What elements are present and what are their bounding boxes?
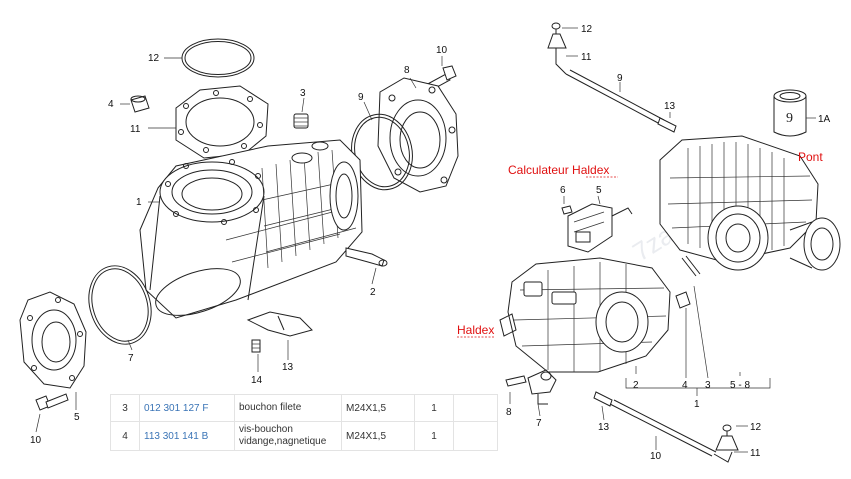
callout-r-3: 3 <box>705 380 711 391</box>
svg-text:9: 9 <box>786 111 793 126</box>
callout-r-13-bottom: 13 <box>598 422 610 433</box>
callout-4: 4 <box>108 99 114 110</box>
cell-pos: 3 <box>110 394 140 422</box>
bolt-10-bottom[interactable] <box>35 393 69 411</box>
annotation-haldex: Haldex <box>457 323 494 337</box>
callout-12: 12 <box>148 53 160 64</box>
callout-14: 14 <box>251 375 263 386</box>
end-cover-8[interactable] <box>377 77 459 193</box>
callout-r-8: 8 <box>506 407 512 418</box>
fitting-13-bottom[interactable] <box>593 391 613 407</box>
cell-thread: M24X1,5 <box>341 421 415 451</box>
haldex-coupling[interactable] <box>499 257 671 373</box>
parts-table: 3 012 301 127 F bouchon filete M24X1,5 1… <box>110 394 498 451</box>
callout-r-11-bottom: 11 <box>750 448 761 459</box>
callout-r-12-bottom: 12 <box>750 422 762 433</box>
callout-r-2: 2 <box>633 380 639 391</box>
bolt-14[interactable] <box>251 339 261 353</box>
cell-empty <box>453 394 498 422</box>
callout-r-11: 11 <box>581 52 592 63</box>
group-bracket-1 <box>625 378 771 389</box>
callout-r-9: 9 <box>617 73 623 84</box>
callout-r-1: 1 <box>694 399 700 410</box>
callout-9: 9 <box>358 92 364 103</box>
hose-11-bottom[interactable] <box>713 451 733 463</box>
cell-empty <box>453 421 498 451</box>
hose-11-top[interactable] <box>555 48 567 75</box>
o-ring-12[interactable] <box>181 38 255 78</box>
right-assembly: 9 <box>499 22 841 463</box>
vent-cap-12-bottom[interactable] <box>715 424 739 451</box>
cell-qty: 1 <box>414 394 454 422</box>
transfer-case-housing-1[interactable] <box>139 139 363 325</box>
callout-7: 7 <box>128 353 134 364</box>
vent-pipe-10[interactable] <box>609 399 717 457</box>
nut-4[interactable] <box>675 291 691 309</box>
callout-13: 13 <box>282 362 294 373</box>
callout-11: 11 <box>130 124 141 135</box>
callout-r-5-8: 5 - 8 <box>730 380 750 391</box>
mounting-bracket-13[interactable] <box>246 311 313 337</box>
cell-pos: 4 <box>110 421 140 451</box>
vent-pipe-9[interactable] <box>565 69 665 125</box>
callout-r-6: 6 <box>560 185 566 196</box>
cell-part-number[interactable]: 012 301 127 F <box>139 394 235 422</box>
callout-10-bottom: 10 <box>30 435 42 446</box>
callout-10: 10 <box>436 45 448 56</box>
callout-1: 1 <box>136 197 142 208</box>
o-ring-7[interactable] <box>79 258 161 353</box>
callout-8: 8 <box>404 65 410 76</box>
callout-r-12: 12 <box>581 24 593 35</box>
threaded-plug-3[interactable] <box>293 113 309 129</box>
callout-3: 3 <box>300 88 306 99</box>
callout-5: 5 <box>74 412 80 423</box>
cell-part-number[interactable]: 113 301 141 B <box>139 421 235 451</box>
callout-r-5: 5 <box>596 185 602 196</box>
cell-thread: M24X1,5 <box>341 394 415 422</box>
fitting-13-top[interactable] <box>657 117 677 133</box>
vent-cap-12-top[interactable] <box>547 22 567 49</box>
callout-r-7: 7 <box>536 418 542 429</box>
cell-description: bouchon filete <box>234 394 342 422</box>
callout-r-1A: 1A <box>818 114 831 125</box>
flange-gasket-11[interactable] <box>175 85 269 159</box>
pump-7[interactable] <box>527 369 557 405</box>
annotation-calculateur-haldex: Calculateur Haldex <box>508 163 609 177</box>
callout-r-4: 4 <box>682 380 688 391</box>
rear-differential-housing[interactable] <box>659 135 841 271</box>
callout-2: 2 <box>370 287 376 298</box>
magnetic-drain-plug-4[interactable] <box>130 95 150 113</box>
front-cover-5[interactable] <box>19 291 87 389</box>
breather-pipe-2[interactable] <box>345 247 388 267</box>
oil-bottle-1A[interactable]: 9 <box>773 89 807 137</box>
callout-r-13: 13 <box>664 101 676 112</box>
annotation-pont: Pont <box>798 150 823 164</box>
bolt-8[interactable] <box>505 375 527 387</box>
haldex-control-unit[interactable] <box>567 203 633 253</box>
left-assembly: 12 10 8 3 9 4 11 1 2 7 14 13 5 10 <box>19 38 459 446</box>
stud-3[interactable] <box>681 255 701 277</box>
cell-qty: 1 <box>414 421 454 451</box>
callout-r-10: 10 <box>650 451 662 462</box>
screw-6[interactable] <box>561 205 573 215</box>
table-row[interactable]: 3 012 301 127 F bouchon filete M24X1,5 1 <box>110 394 498 422</box>
